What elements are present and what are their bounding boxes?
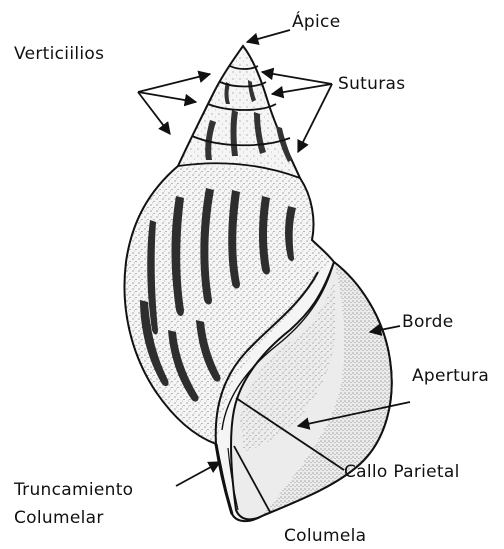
label-callo-parietal: Callo Parietal <box>344 462 460 482</box>
spire-texture <box>178 46 300 178</box>
label-verticilios: Verticiilios <box>14 44 104 64</box>
verticilios-arrow-3 <box>138 92 170 134</box>
suturas-arrow-2 <box>272 84 332 94</box>
verticilios-arrow-1 <box>138 74 210 92</box>
label-columelar: Columelar <box>14 508 104 528</box>
label-suturas: Suturas <box>338 74 405 94</box>
label-apertura: Apertura <box>412 366 489 386</box>
suturas-arrow-3 <box>298 84 332 152</box>
apice-arrow <box>247 30 290 42</box>
label-apice: Ápice <box>292 12 340 32</box>
label-columela: Columela <box>284 526 366 546</box>
label-truncamiento: Truncamiento <box>14 480 133 500</box>
truncamiento-arrow <box>176 462 220 486</box>
label-borde: Borde <box>402 312 454 332</box>
shell <box>124 46 391 521</box>
verticilios-arrow-2 <box>138 92 196 102</box>
suturas-arrow-1 <box>262 72 332 84</box>
